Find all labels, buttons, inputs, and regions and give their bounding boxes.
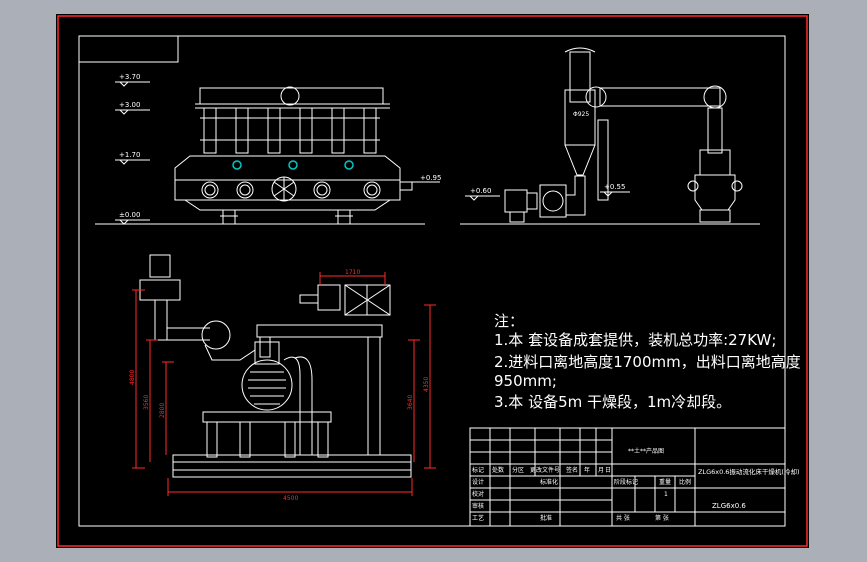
sheets-total: 共 张 (616, 514, 630, 522)
sight-glasses (232, 160, 354, 170)
level-095: +0.95 (420, 174, 441, 182)
rev-header-5: 年 (584, 466, 590, 474)
role-approve: 批准 (540, 514, 552, 522)
drawing-code: ZLG6x0.6 (712, 502, 746, 510)
dim-4350: 4350 (423, 377, 430, 392)
stage-header-0: 阶段标记 (614, 478, 638, 486)
rev-header-2: 分区 (512, 466, 524, 474)
stage-header-2: 比例 (679, 478, 691, 486)
rev-header-7: 日 (605, 467, 611, 474)
level-060: +0.60 (470, 187, 491, 195)
sheet-border (57, 15, 808, 547)
rev-header-4: 签名 (566, 466, 578, 474)
corner-label-box (79, 36, 179, 63)
note-line-2: 2.进料口离地高度1700mm，出料口离地高度 (494, 353, 801, 371)
plan-view (139, 254, 412, 478)
drawing-name: ZLG6x0.6振动流化床干燥机(冷却) (698, 467, 800, 476)
subtitle: **土**产品图 (628, 447, 664, 455)
stage-header-1: 重量 (659, 478, 671, 486)
dim-1710: 1710 (345, 269, 360, 276)
note-line-1: 1.本 套设备成套提供，装机总功率:27KW; (494, 331, 777, 349)
scale-value: 1 (664, 491, 668, 498)
level-300: +3.00 (119, 101, 140, 109)
rev-header-0: 标记 (472, 466, 484, 474)
role-std: 标准化 (540, 478, 558, 486)
role-review: 审核 (472, 502, 484, 510)
diameter-925: Φ925 (573, 111, 589, 118)
role-check: 校对 (472, 490, 484, 498)
dim-4500: 4500 (283, 495, 298, 502)
side-elevation (460, 47, 760, 225)
note-line-2b: 950mm; (494, 372, 557, 390)
dim-2800: 2800 (159, 403, 166, 418)
role-design: 设计 (472, 478, 484, 486)
rev-header-1: 处数 (492, 466, 504, 474)
dim-3640: 3640 (407, 395, 414, 410)
sheet-no: 第 张 (655, 514, 669, 522)
level-170: +1.70 (119, 151, 140, 159)
dim-3560: 3560 (143, 395, 150, 410)
note-line-3: 3.本 设备5m 干燥段，1m冷却段。 (494, 393, 732, 411)
level-055: +0.55 (604, 183, 625, 191)
rev-header-6: 月 (598, 467, 604, 474)
front-elevation (95, 81, 440, 225)
notes-title: 注： (494, 312, 525, 330)
title-block (469, 427, 786, 527)
plan-dimensions (132, 272, 436, 496)
drawing-sheet (56, 14, 809, 548)
level-000: ±0.00 (119, 211, 140, 219)
rev-header-3: 更改文件号 (530, 466, 560, 474)
role-process: 工艺 (472, 514, 484, 522)
dim-4800: 4800 (129, 370, 136, 385)
level-370: +3.70 (119, 73, 140, 81)
inner-frame (78, 35, 786, 527)
